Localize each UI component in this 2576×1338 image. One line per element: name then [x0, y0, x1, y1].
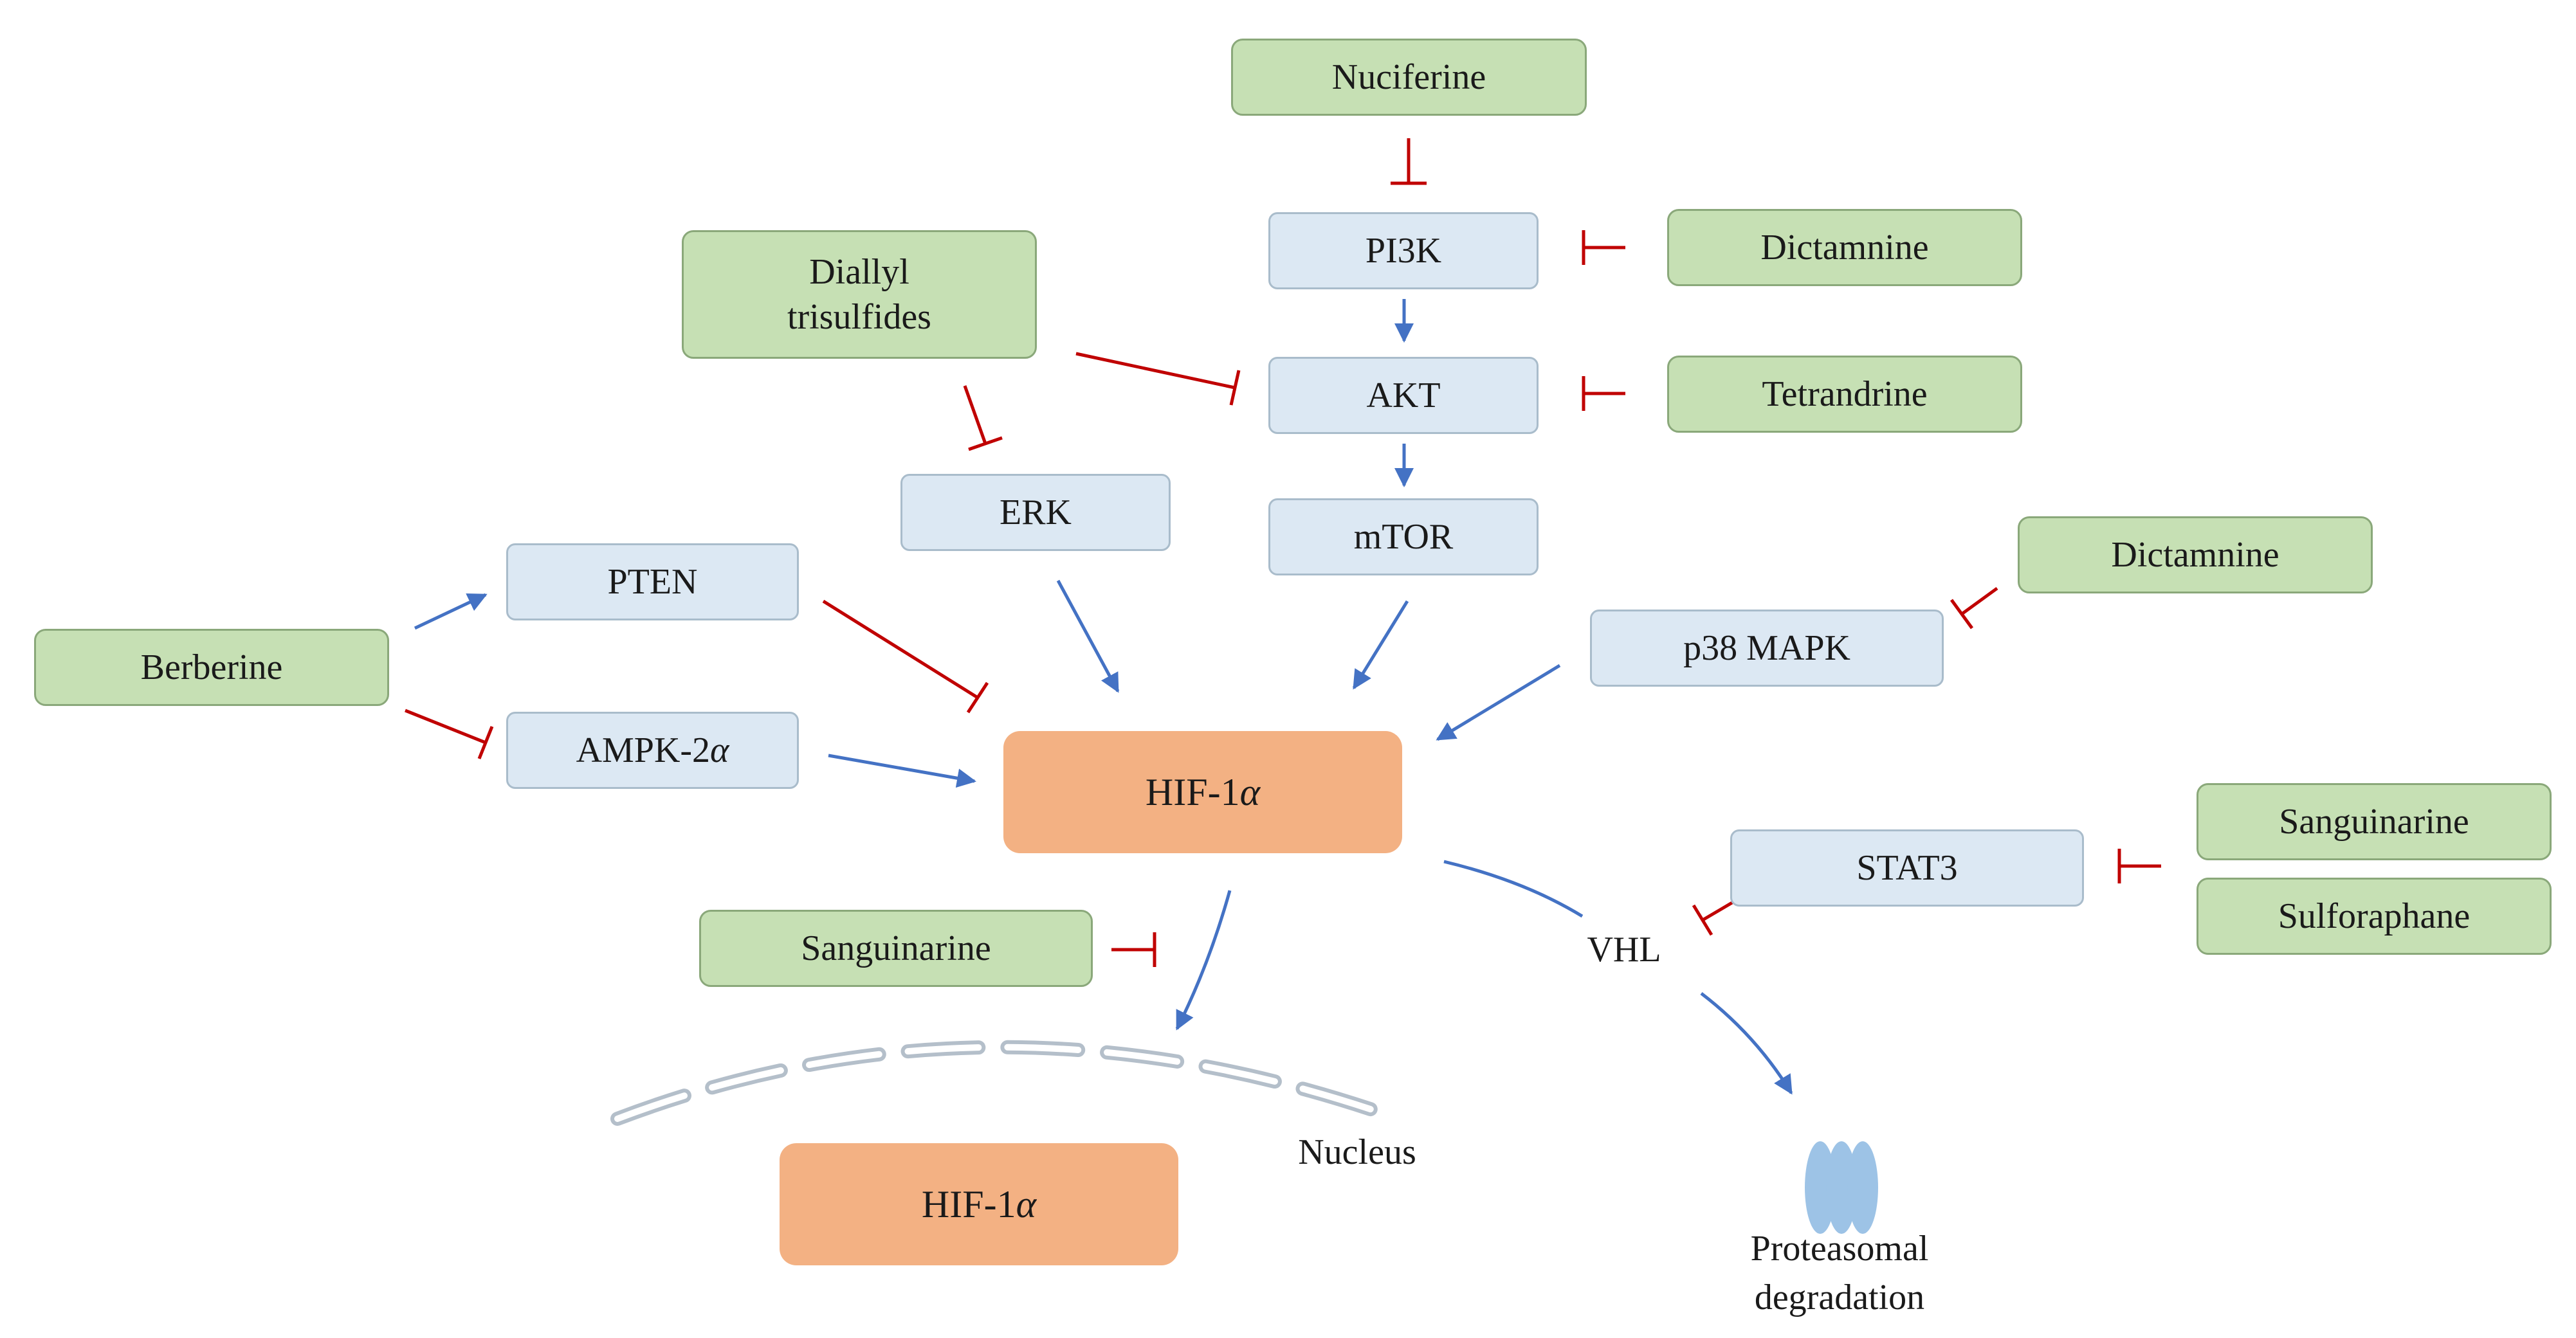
- diallyl-label-line1: Diallyl: [809, 252, 909, 292]
- node-pten: PTEN: [506, 543, 799, 620]
- tetrandrine-label: Tetrandrine: [1762, 374, 1928, 414]
- node-berberine: Berberine: [34, 629, 389, 706]
- ampk-prefix: AMPK-2: [576, 730, 711, 770]
- arrow-erk-hif: [1056, 579, 1120, 693]
- inhibit-dictamnine-p38: [1950, 586, 1998, 629]
- arrow-hif-vhl: [1443, 860, 1584, 918]
- sulforaphane-label: Sulforaphane: [2278, 896, 2471, 936]
- node-stat3: STAT3: [1730, 829, 2084, 907]
- nucleus-label: Nucleus: [1298, 1132, 1416, 1172]
- node-tetrandrine: Tetrandrine: [1667, 356, 2022, 433]
- inhibit-berberine-ampk: [405, 709, 494, 759]
- inhibit-sanguinarine-stat3: [2117, 849, 2161, 883]
- node-erk: ERK: [900, 474, 1171, 551]
- proteasomal-line2: degradation: [1754, 1277, 1925, 1317]
- node-mtor: mTOR: [1268, 498, 1539, 575]
- node-pi3k: PI3K: [1268, 212, 1539, 289]
- vhl-label: VHL: [1587, 930, 1661, 970]
- arrow-mtor-hif: [1352, 600, 1409, 690]
- node-dictamnine-right: Dictamnine: [2018, 516, 2373, 593]
- arrow-hif-nucleus: [1175, 890, 1232, 1031]
- inhibit-sanguinarine-nuclear-import: [1111, 932, 1156, 967]
- ampk-label: AMPK-2α: [576, 728, 729, 773]
- node-akt: AKT: [1268, 357, 1539, 434]
- hif-prefix: HIF-1: [1145, 770, 1240, 813]
- proteasomal-line1: Proteasomal: [1750, 1229, 1929, 1269]
- pi3k-label: PI3K: [1365, 231, 1442, 271]
- arrow-vhl-proteasome: [1700, 992, 1793, 1095]
- node-ampk-2a: AMPK-2α: [506, 712, 799, 789]
- inhibit-nuciferine-pi3k: [1391, 138, 1427, 185]
- node-p38-mapk: p38 MAPK: [1590, 610, 1944, 687]
- inhibit-diallyl-akt: [1075, 352, 1241, 406]
- inhibit-diallyl-erk: [963, 385, 1003, 451]
- proteasome-icon: [1805, 1141, 1878, 1234]
- node-sanguinarine-left: Sanguinarine: [699, 910, 1093, 987]
- pten-label: PTEN: [607, 562, 698, 602]
- arrow-berberine-pten: [414, 593, 488, 630]
- node-dictamnine-top: Dictamnine: [1667, 209, 2022, 286]
- hif-nuclear-prefix: HIF-1: [921, 1182, 1016, 1225]
- node-sulforaphane: Sulforaphane: [2197, 878, 2552, 955]
- nuclear-membrane: [610, 1040, 1396, 1126]
- arrow-p38-hif: [1436, 664, 1561, 741]
- diallyl-label-line2: trisulfides: [787, 297, 931, 337]
- node-nuciferine: Nuciferine: [1231, 39, 1587, 116]
- hif-nuclear-label: HIF-1α: [922, 1180, 1036, 1229]
- stat3-label: STAT3: [1856, 848, 1958, 888]
- mtor-label: mTOR: [1353, 517, 1454, 557]
- berberine-label: Berberine: [140, 647, 283, 687]
- akt-label: AKT: [1366, 375, 1441, 415]
- ampk-greek: α: [710, 730, 729, 770]
- inhibit-dictamnine-pi3k: [1582, 230, 1625, 265]
- p38-label: p38 MAPK: [1683, 628, 1850, 668]
- node-diallyl-trisulfides: Diallyl trisulfides: [682, 230, 1037, 359]
- arrow-ampk-hif: [828, 754, 976, 788]
- node-sanguinarine-right: Sanguinarine: [2197, 783, 2552, 860]
- dictamnine-right-label: Dictamnine: [2111, 535, 2279, 575]
- dictamnine-top-label: Dictamnine: [1760, 228, 1929, 267]
- hif-label: HIF-1α: [1146, 768, 1260, 817]
- erk-label: ERK: [1000, 493, 1072, 532]
- sanguinarine-left-label: Sanguinarine: [801, 928, 991, 968]
- nuciferine-label: Nuciferine: [1331, 57, 1486, 97]
- inhibit-tetrandrine-akt: [1582, 376, 1625, 411]
- proteasomal-degradation-label: Proteasomal degradation: [1685, 1225, 1994, 1322]
- node-hif-1a-nuclear: HIF-1α: [780, 1143, 1178, 1265]
- inhibit-pten-hif: [822, 599, 989, 714]
- hif-greek: α: [1239, 770, 1261, 813]
- hif-nuclear-greek: α: [1016, 1182, 1037, 1225]
- sanguinarine-right-label: Sanguinarine: [2279, 802, 2469, 842]
- node-hif-1a: HIF-1α: [1003, 731, 1402, 853]
